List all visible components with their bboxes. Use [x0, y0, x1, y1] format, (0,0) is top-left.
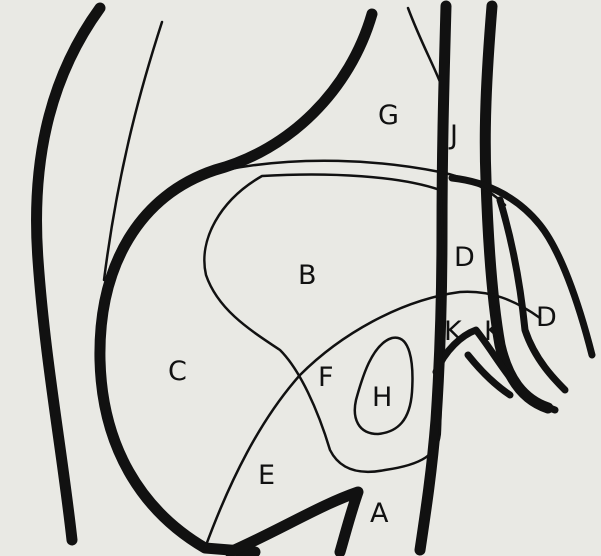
label-k-right: K [484, 318, 502, 345]
a-hook-contour [230, 492, 358, 552]
label-f: F [318, 364, 334, 391]
right-vessel [485, 6, 548, 408]
label-j: J [450, 122, 458, 149]
label-g: G [378, 102, 399, 129]
label-h: H [372, 384, 392, 411]
b-region-outline [204, 175, 442, 472]
left-outer-contour [37, 8, 100, 540]
label-d-upper: D [454, 244, 475, 271]
label-b: B [298, 262, 317, 289]
top-diagonal-line [408, 8, 440, 82]
label-c: C [168, 358, 187, 385]
label-k-left: K [444, 318, 462, 345]
label-d-right: D [536, 304, 557, 331]
label-e: E [258, 462, 275, 489]
label-a: A [370, 500, 388, 527]
